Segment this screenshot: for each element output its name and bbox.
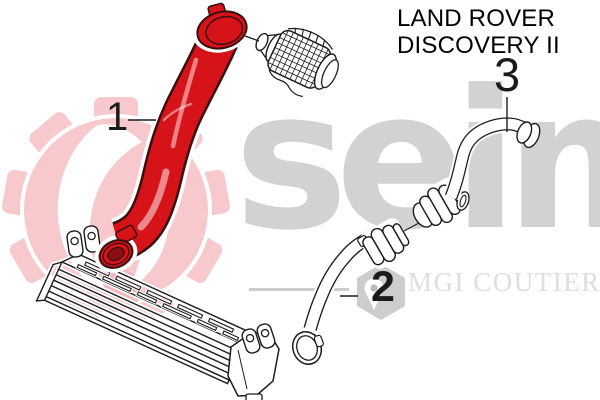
vehicle-title-line1: LAND ROVER (397, 5, 556, 32)
seim-flame-icon (57, 124, 170, 294)
part-3-label: 3 (494, 48, 521, 101)
hose-2-end-cuff (288, 327, 326, 369)
vehicle-title-line2: DISCOVERY II (397, 32, 560, 59)
hose-1-top-cuff (192, 2, 252, 53)
intercooler-end-tank (227, 332, 280, 397)
assembly-line-1 (244, 35, 260, 42)
gear-shade (86, 268, 142, 312)
part-1-label: 1 (106, 95, 129, 139)
vehicle-title: LAND ROVER DISCOVERY II (397, 5, 560, 59)
part-2-label: 2 (371, 263, 395, 311)
seim-underline (249, 288, 349, 291)
seim-brand-watermark: seim (234, 50, 600, 273)
mgi-coutier-watermark: MGI COUTIER (408, 267, 600, 297)
hose-1-bottom-cuff (94, 224, 138, 273)
